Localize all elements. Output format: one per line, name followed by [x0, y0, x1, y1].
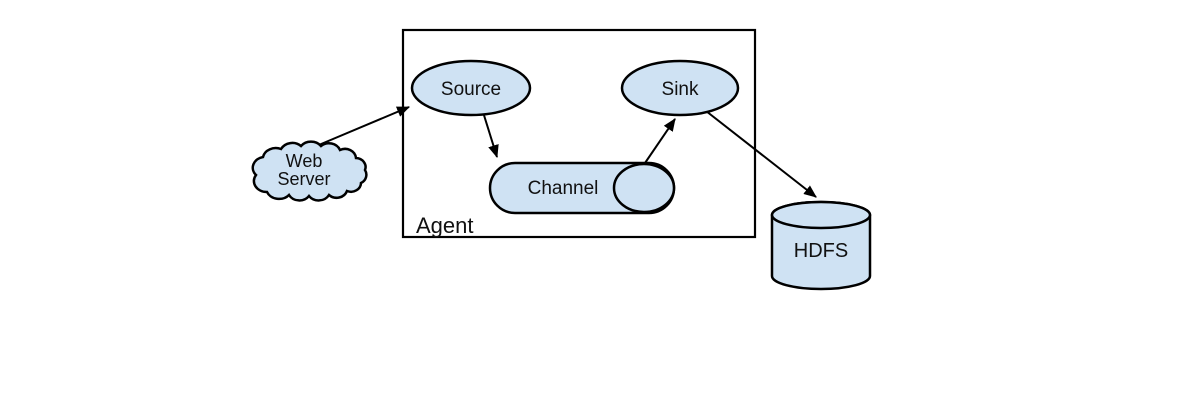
sink-node: Sink — [620, 59, 740, 117]
channel-endcap — [612, 162, 676, 214]
source-node: Source — [410, 59, 532, 117]
web-server-label-line2: Server — [277, 169, 330, 189]
agent-box — [401, 28, 757, 239]
agent-container-node: Agent — [401, 28, 757, 239]
web-server-label-line1: Web — [286, 151, 323, 171]
edge-source-to-channel — [482, 111, 499, 159]
sink-label: Sink — [662, 79, 699, 100]
channel-label: Channel — [528, 178, 599, 199]
cloud-icon — [251, 140, 368, 202]
agent-label: Agent — [416, 213, 474, 238]
source-ellipse — [410, 59, 532, 117]
hdfs-cylinder-top — [770, 200, 872, 230]
edge-channel-to-sink — [644, 118, 676, 164]
sink-ellipse — [620, 59, 740, 117]
edge-sink-to-hdfs — [705, 110, 817, 198]
channel-node: Channel — [488, 161, 676, 215]
hdfs-node: HDFS — [770, 200, 872, 291]
web-server-node: Web Server — [251, 140, 368, 202]
hdfs-label: HDFS — [794, 240, 848, 262]
source-label: Source — [441, 79, 501, 100]
edge-web-server-to-source — [313, 106, 410, 148]
